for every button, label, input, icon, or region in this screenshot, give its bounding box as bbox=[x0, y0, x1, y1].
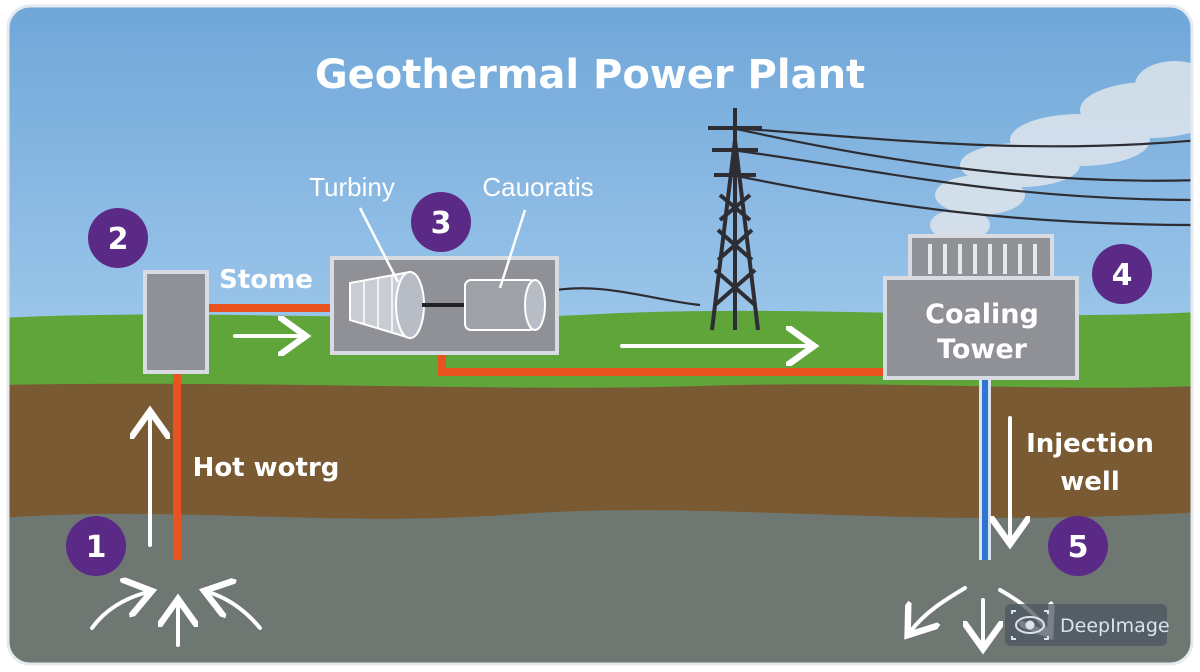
step-marker-3: 3 bbox=[411, 192, 471, 252]
injection-well-label-line1: Injection bbox=[1026, 429, 1154, 459]
generator-label: Cauoratis bbox=[482, 172, 593, 202]
hot-pipes bbox=[173, 304, 885, 560]
wellhead-box bbox=[143, 270, 209, 374]
cooling-tower-label-line2: Tower bbox=[937, 334, 1028, 365]
svg-text:1: 1 bbox=[86, 530, 107, 565]
svg-text:2: 2 bbox=[108, 222, 129, 257]
soil-layer bbox=[8, 383, 1192, 535]
cooling-tower bbox=[883, 234, 1079, 380]
power-pylon bbox=[708, 108, 762, 331]
step-marker-5: 5 bbox=[1048, 516, 1108, 576]
cooling-tower-label-line1: Coaling bbox=[925, 299, 1039, 330]
svg-text:5: 5 bbox=[1068, 530, 1089, 565]
label-pointers bbox=[358, 207, 527, 289]
power-lines bbox=[544, 126, 1192, 307]
turbine-icon bbox=[349, 270, 425, 340]
steam-label: Stome bbox=[219, 265, 313, 295]
frame-border bbox=[6, 4, 1194, 666]
diagram-title: Geothermal Power Plant bbox=[315, 52, 865, 98]
watermark: DeepImage bbox=[1005, 604, 1170, 646]
turbine-label: Turbiny bbox=[309, 172, 395, 202]
hot-water-label: Hot wotrg bbox=[193, 453, 340, 483]
rock-layer bbox=[8, 510, 1192, 664]
step-marker-2: 2 bbox=[88, 208, 148, 268]
generator-icon bbox=[464, 279, 546, 331]
step-marker-1: 1 bbox=[66, 516, 126, 576]
svg-text:4: 4 bbox=[1112, 258, 1133, 293]
svg-text:DeepImage: DeepImage bbox=[1060, 615, 1170, 637]
step-marker-4: 4 bbox=[1092, 244, 1152, 304]
svg-text:3: 3 bbox=[431, 206, 452, 241]
steam-cloud bbox=[930, 61, 1192, 241]
injection-well-label-line2: well bbox=[1060, 467, 1119, 497]
eye-logo-icon bbox=[1011, 610, 1049, 640]
